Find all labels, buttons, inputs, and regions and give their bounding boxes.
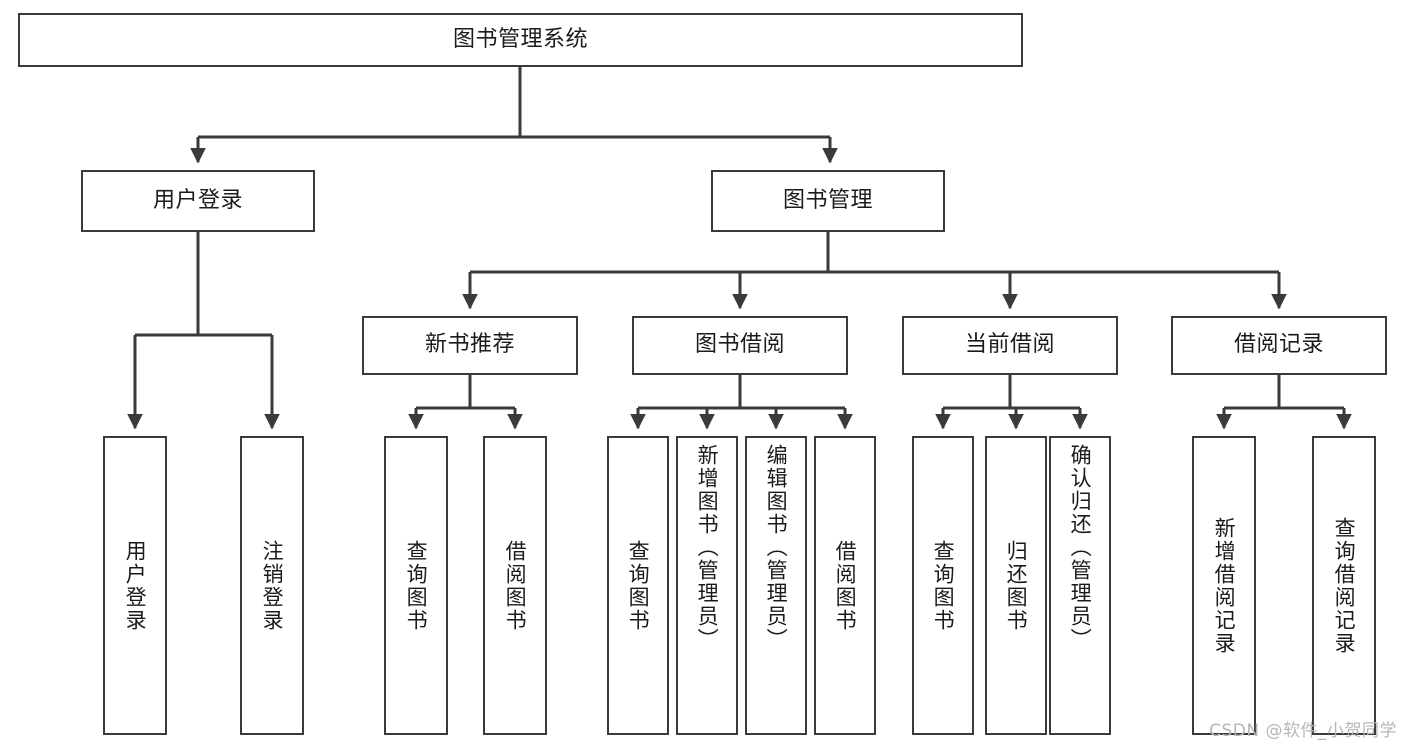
leaf-node-borrow-book-1[interactable]: 借阅图书 <box>483 436 547 735</box>
leaf-node-add-record-label: 新增借阅记录 <box>1212 516 1237 655</box>
leaf-node-edit-book[interactable]: 编辑图书（管理员） <box>745 436 807 735</box>
node-book-borrow-label: 图书借阅 <box>694 332 785 358</box>
leaf-node-borrow-book-2[interactable]: 借阅图书 <box>814 436 876 735</box>
leaf-node-edit-book-label: 编辑图书（管理员） <box>764 444 789 651</box>
node-current-borrow-label: 当前借阅 <box>964 332 1055 358</box>
node-user-login-label: 用户登录 <box>152 187 243 213</box>
leaf-node-query-book-1-label: 查询图书 <box>404 539 429 632</box>
node-book-management-label: 图书管理 <box>782 187 873 213</box>
node-book-borrow[interactable]: 图书借阅 <box>632 316 848 375</box>
leaf-node-add-book-label: 新增图书（管理员） <box>695 444 720 651</box>
node-borrow-record[interactable]: 借阅记录 <box>1171 316 1387 375</box>
leaf-node-user-login-label: 用户登录 <box>123 539 148 632</box>
leaf-node-return-book[interactable]: 归还图书 <box>985 436 1047 735</box>
node-root-label: 图书管理系统 <box>452 26 588 52</box>
leaf-node-return-book-label: 归还图书 <box>1004 539 1029 632</box>
leaf-node-borrow-book-1-label: 借阅图书 <box>503 539 528 632</box>
node-borrow-record-label: 借阅记录 <box>1233 332 1324 358</box>
node-root[interactable]: 图书管理系统 <box>18 13 1023 67</box>
leaf-node-query-book-3[interactable]: 查询图书 <box>912 436 974 735</box>
leaf-node-query-record[interactable]: 查询借阅记录 <box>1312 436 1376 735</box>
node-current-borrow[interactable]: 当前借阅 <box>902 316 1118 375</box>
leaf-node-borrow-book-2-label: 借阅图书 <box>833 539 858 632</box>
leaf-node-logout-label: 注销登录 <box>260 539 285 632</box>
leaf-node-confirm-return-label: 确认归还（管理员） <box>1068 444 1093 651</box>
node-user-login[interactable]: 用户登录 <box>81 170 315 232</box>
leaf-node-query-book-1[interactable]: 查询图书 <box>384 436 448 735</box>
leaf-node-query-book-2[interactable]: 查询图书 <box>607 436 669 735</box>
leaf-node-query-record-label: 查询借阅记录 <box>1332 516 1357 655</box>
watermark-text: CSDN @软件_小贺同学 <box>1209 721 1397 741</box>
leaf-node-query-book-3-label: 查询图书 <box>931 539 956 632</box>
leaf-node-confirm-return[interactable]: 确认归还（管理员） <box>1049 436 1111 735</box>
node-new-book-recommend[interactable]: 新书推荐 <box>362 316 578 375</box>
leaf-node-add-record[interactable]: 新增借阅记录 <box>1192 436 1256 735</box>
leaf-node-add-book[interactable]: 新增图书（管理员） <box>676 436 738 735</box>
leaf-node-logout[interactable]: 注销登录 <box>240 436 304 735</box>
node-new-book-recommend-label: 新书推荐 <box>424 332 515 358</box>
leaf-node-user-login[interactable]: 用户登录 <box>103 436 167 735</box>
node-book-management[interactable]: 图书管理 <box>711 170 945 232</box>
leaf-node-query-book-2-label: 查询图书 <box>626 539 651 632</box>
